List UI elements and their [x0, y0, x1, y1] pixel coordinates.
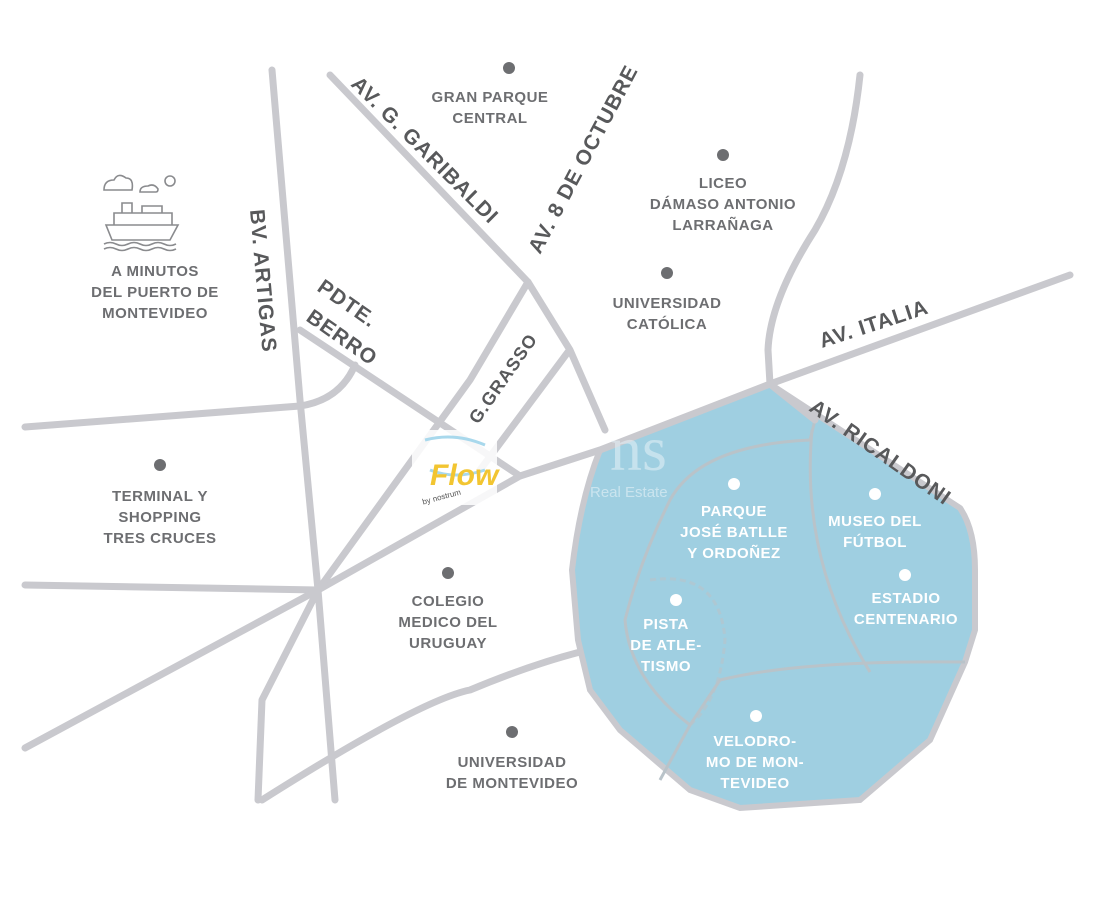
- street-grasso: G.GRASSO: [465, 330, 542, 427]
- label-puerto: A MINUTOS DEL PUERTO DE MONTEVIDEO: [91, 263, 219, 322]
- svg-text:COLEGIO: COLEGIO: [412, 593, 485, 610]
- svg-text:SHOPPING: SHOPPING: [118, 509, 201, 526]
- svg-text:LICEO: LICEO: [699, 175, 747, 192]
- svg-text:DEL PUERTO DE: DEL PUERTO DE: [91, 284, 219, 301]
- svg-text:DE MONTEVIDEO: DE MONTEVIDEO: [446, 775, 578, 792]
- svg-text:MONTEVIDEO: MONTEVIDEO: [102, 305, 208, 322]
- ship-icon: [103, 174, 180, 252]
- svg-text:A MINUTOS: A MINUTOS: [111, 263, 199, 280]
- svg-text:ESTADIO: ESTADIO: [871, 590, 940, 607]
- street-artigas: BV. ARTIGAS: [245, 208, 280, 353]
- svg-text:UNIVERSIDAD: UNIVERSIDAD: [458, 754, 567, 771]
- svg-text:TISMO: TISMO: [641, 658, 691, 675]
- svg-text:LARRAÑAGA: LARRAÑAGA: [672, 216, 773, 234]
- svg-text:JOSÉ BATLLE: JOSÉ BATLLE: [680, 524, 788, 541]
- svg-text:Real Estate: Real Estate: [590, 484, 668, 501]
- label-estadio: ESTADIO CENTENARIO: [854, 590, 958, 628]
- svg-text:TRES CRUCES: TRES CRUCES: [103, 530, 216, 547]
- svg-text:MUSEO DEL: MUSEO DEL: [828, 513, 922, 530]
- label-gran-parque-central: GRAN PARQUE CENTRAL: [432, 89, 549, 127]
- svg-text:FÚTBOL: FÚTBOL: [843, 533, 907, 551]
- svg-text:URUGUAY: URUGUAY: [409, 635, 487, 652]
- svg-text:VELODRO-: VELODRO-: [713, 733, 796, 750]
- label-universidad-montevideo: UNIVERSIDAD DE MONTEVIDEO: [446, 754, 578, 792]
- place-markers: [154, 62, 911, 738]
- svg-text:TEVIDEO: TEVIDEO: [720, 775, 789, 792]
- svg-text:PISTA: PISTA: [643, 616, 689, 633]
- svg-text:DE ATLE-: DE ATLE-: [630, 637, 702, 654]
- label-terminal: TERMINAL Y SHOPPING TRES CRUCES: [103, 488, 216, 547]
- svg-text:TERMINAL Y: TERMINAL Y: [112, 488, 208, 505]
- park-inner-paths: [623, 419, 966, 781]
- label-pista: PISTA DE ATLE- TISMO: [630, 616, 702, 675]
- label-velodromo: VELODRO- MO DE MON- TEVIDEO: [706, 733, 804, 792]
- svg-text:PARQUE: PARQUE: [701, 503, 767, 520]
- svg-text:Y ORDOÑEZ: Y ORDOÑEZ: [687, 544, 780, 562]
- logo-text: Flow: [430, 459, 500, 492]
- svg-text:CATÓLICA: CATÓLICA: [627, 315, 707, 333]
- label-liceo: LICEO DÁMASO ANTONIO LARRAÑAGA: [650, 175, 796, 234]
- label-universidad-catolica: UNIVERSIDAD CATÓLICA: [613, 295, 722, 333]
- svg-text:UNIVERSIDAD: UNIVERSIDAD: [613, 295, 722, 312]
- label-colegio: COLEGIO MEDICO DEL URUGUAY: [398, 593, 497, 652]
- watermark: ns Real Estate: [590, 413, 668, 501]
- svg-text:CENTRAL: CENTRAL: [452, 110, 527, 127]
- svg-text:CENTENARIO: CENTENARIO: [854, 611, 958, 628]
- svg-text:ns: ns: [610, 413, 667, 484]
- label-parque-batlle: PARQUE JOSÉ BATLLE Y ORDOÑEZ: [680, 503, 788, 562]
- roads: [21, 66, 1074, 804]
- svg-text:MEDICO DEL: MEDICO DEL: [398, 614, 497, 631]
- label-museo-futbol: MUSEO DEL FÚTBOL: [828, 513, 922, 551]
- flow-logo: Flow by nostrum: [412, 430, 500, 507]
- svg-text:MO DE MON-: MO DE MON-: [706, 754, 804, 771]
- svg-text:DÁMASO ANTONIO: DÁMASO ANTONIO: [650, 196, 796, 213]
- svg-text:GRAN PARQUE: GRAN PARQUE: [432, 89, 549, 106]
